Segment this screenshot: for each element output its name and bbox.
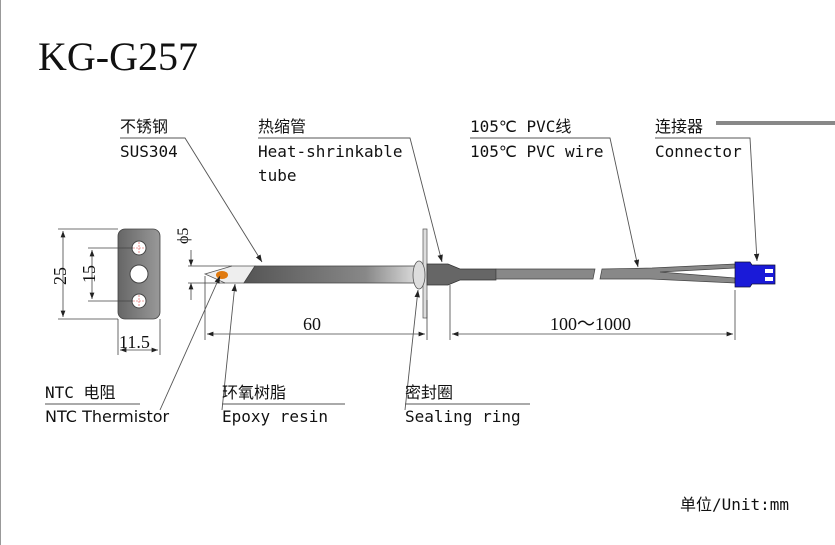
shrink-label-cn: 热缩管	[258, 117, 306, 136]
epoxy-leader	[221, 283, 237, 411]
epoxy-label-cn: 环氧树脂	[222, 383, 286, 402]
hole-spacing-dim: 15	[79, 265, 99, 283]
ntc-label-en: NTC Thermistor	[45, 407, 170, 426]
seal-label-en: Sealing ring	[405, 407, 521, 426]
pvc-wire-a	[495, 268, 596, 280]
wire-label-en: 105℃ PVC wire	[470, 142, 604, 161]
ntc-thermistor	[216, 271, 228, 279]
heat-shrink-tube	[426, 263, 497, 286]
seal-label-cn: 密封圈	[405, 383, 453, 402]
wire-label-cn: 105℃ PVC线	[470, 117, 571, 136]
connector-label-cn: 连接器	[655, 117, 703, 136]
model-title: KG-G257	[38, 34, 198, 79]
probe-length-dim: 60	[303, 314, 321, 334]
sealing-ring	[412, 260, 426, 290]
mounting-plate	[117, 228, 161, 320]
plate-height-dim: 25	[50, 267, 70, 285]
pvc-wire-b	[599, 263, 736, 284]
steel-label-cn: 不锈钢	[120, 117, 168, 136]
plate-width-dim: 11.5	[119, 332, 150, 352]
cable-length-dim: 100～1000	[550, 314, 631, 334]
steel-leader	[120, 137, 263, 263]
probe	[203, 228, 776, 319]
unit-note: 单位/Unit:mm	[680, 495, 789, 514]
probe-dimensions	[188, 250, 736, 340]
steel-label-en: SUS304	[120, 142, 178, 161]
steel-tube	[243, 265, 419, 284]
shrink-leader	[258, 137, 443, 263]
ntc-label-cn: NTC 电阻	[45, 383, 116, 402]
connector	[734, 261, 776, 288]
connector-leader	[655, 137, 760, 262]
shrink-label-en1: Heat-shrinkable	[258, 142, 403, 161]
shrink-label-en2: tube	[258, 166, 297, 185]
connector-label-en: Connector	[655, 142, 742, 161]
plate-dimensions	[58, 228, 161, 355]
ntc-leader	[159, 275, 221, 411]
epoxy-label-en: Epoxy resin	[222, 407, 328, 426]
wire-leader	[470, 137, 640, 268]
seal-leader	[404, 289, 420, 411]
diameter-dim: ϕ5	[175, 228, 192, 244]
